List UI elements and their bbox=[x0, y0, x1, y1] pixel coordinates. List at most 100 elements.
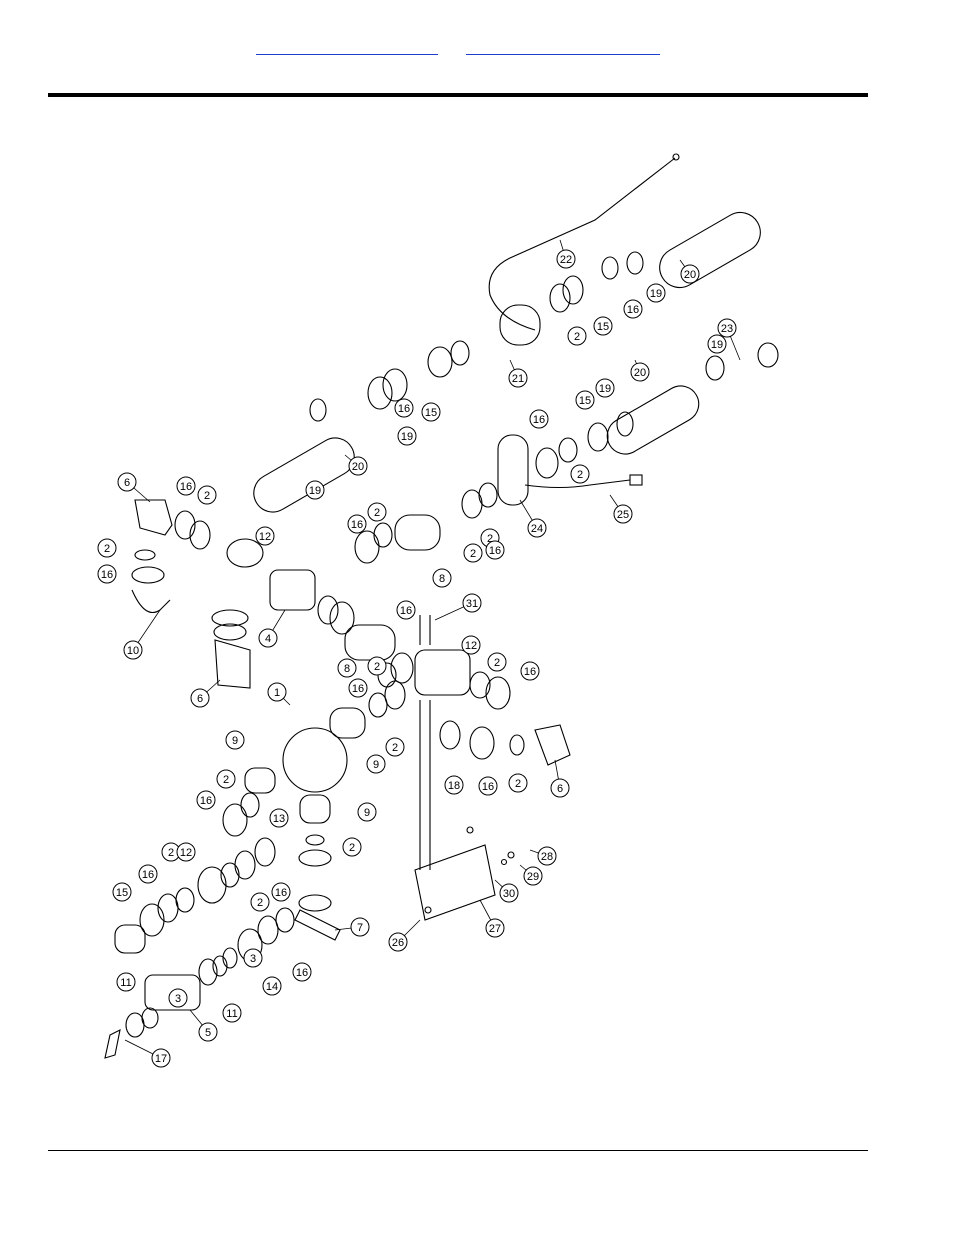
callout-number: 9 bbox=[232, 735, 238, 747]
callout-number: 16 bbox=[398, 403, 410, 415]
callout-c9a: 9 bbox=[225, 730, 245, 750]
ball-valve-4 bbox=[269, 569, 316, 611]
callout-circle bbox=[168, 988, 188, 1008]
callout-number: 15 bbox=[597, 321, 609, 333]
callout-c4: 4 bbox=[258, 609, 286, 648]
callout-circle bbox=[117, 472, 137, 492]
callout-circle bbox=[367, 656, 387, 676]
tee-12-top bbox=[226, 538, 264, 568]
callout-number: 19 bbox=[401, 431, 413, 443]
callout-c11b: 11 bbox=[222, 1003, 242, 1023]
callout-number: 5 bbox=[205, 1027, 211, 1039]
callout-circle bbox=[305, 480, 325, 500]
callout-c6b: 6 bbox=[190, 679, 221, 708]
callout-number: 12 bbox=[259, 531, 271, 543]
callout-c28: 28 bbox=[529, 846, 557, 866]
callout-circle bbox=[394, 398, 414, 418]
callout-circle bbox=[487, 652, 507, 672]
callout-circle bbox=[176, 842, 196, 862]
callout-circle bbox=[527, 518, 547, 538]
callout-number: 17 bbox=[155, 1053, 167, 1065]
callout-circle bbox=[350, 917, 370, 937]
pipe-8 bbox=[394, 514, 441, 551]
callout-c15d: 15 bbox=[112, 882, 132, 902]
callout-circle bbox=[367, 502, 387, 522]
callout-c16h: 16 bbox=[529, 409, 549, 429]
callout-number: 6 bbox=[557, 783, 563, 795]
wire-harness bbox=[524, 479, 631, 489]
callout-c2l: 2 bbox=[342, 837, 362, 857]
ball-valve-5 bbox=[144, 974, 201, 1011]
callout-circle bbox=[97, 538, 117, 558]
callout-circle bbox=[269, 808, 289, 828]
bracket-27 bbox=[414, 844, 496, 921]
callout-circle bbox=[463, 543, 483, 563]
callout-number: 8 bbox=[439, 573, 445, 585]
callout-number: 29 bbox=[527, 871, 539, 883]
callout-circle bbox=[508, 773, 528, 793]
callout-circle bbox=[613, 504, 633, 524]
hose-upper bbox=[659, 211, 761, 289]
callout-number: 16 bbox=[627, 304, 639, 316]
callout-circle bbox=[567, 326, 587, 346]
callout-number: 19 bbox=[711, 339, 723, 351]
callout-c11a: 11 bbox=[116, 972, 136, 992]
callout-c2e: 2 bbox=[567, 326, 587, 346]
callout-c10: 10 bbox=[123, 609, 161, 660]
callout-circle bbox=[421, 402, 441, 422]
callout-c16i: 16 bbox=[485, 540, 505, 560]
callout-number: 16 bbox=[489, 545, 501, 557]
callout-c2i: 2 bbox=[487, 652, 507, 672]
callout-c20b: 20 bbox=[679, 259, 700, 284]
callout-number: 12 bbox=[180, 847, 192, 859]
callout-number: 2 bbox=[104, 543, 110, 555]
hose-middle bbox=[606, 385, 700, 455]
callout-c26: 26 bbox=[388, 919, 421, 952]
callout-c18: 18 bbox=[444, 775, 464, 795]
callout-number: 9 bbox=[373, 759, 379, 771]
callout-number: 19 bbox=[309, 485, 321, 497]
callout-c13: 13 bbox=[269, 808, 289, 828]
header-link-2[interactable] bbox=[466, 46, 660, 55]
callout-c16m: 16 bbox=[138, 864, 158, 884]
callout-number: 16 bbox=[524, 666, 536, 678]
callout-circle bbox=[444, 775, 464, 795]
callout-c16k: 16 bbox=[478, 776, 498, 796]
callout-circle bbox=[432, 568, 452, 588]
callout-circle bbox=[348, 678, 368, 698]
callout-c2o: 2 bbox=[508, 773, 528, 793]
callout-number: 14 bbox=[266, 981, 278, 993]
callout-circle bbox=[499, 883, 519, 903]
callout-number: 7 bbox=[357, 922, 363, 934]
callout-c20a: 20 bbox=[344, 454, 368, 476]
callout-number: 16 bbox=[275, 887, 287, 899]
callout-number: 18 bbox=[448, 780, 460, 792]
callout-c22: 22 bbox=[556, 239, 576, 269]
header-link-1[interactable] bbox=[256, 46, 438, 55]
callout-circle bbox=[550, 778, 570, 798]
port-9-left bbox=[244, 767, 276, 794]
callout-number: 6 bbox=[197, 693, 203, 705]
callout-number: 2 bbox=[257, 897, 263, 909]
callout-circle bbox=[397, 426, 417, 446]
callout-circle bbox=[717, 318, 737, 338]
callout-number: 16 bbox=[352, 683, 364, 695]
port-9-top bbox=[329, 707, 366, 739]
tee-12-center bbox=[414, 649, 471, 696]
callout-c16n: 16 bbox=[271, 882, 291, 902]
callout-c2k: 2 bbox=[216, 769, 236, 789]
callout-circle bbox=[112, 882, 132, 902]
barb-15 bbox=[114, 924, 146, 954]
callout-number: 22 bbox=[560, 254, 572, 266]
callout-number: 19 bbox=[599, 383, 611, 395]
callout-c19d: 19 bbox=[707, 334, 727, 354]
callout-c5: 5 bbox=[189, 1009, 218, 1042]
callout-circle bbox=[225, 730, 245, 750]
callout-c16o: 16 bbox=[292, 962, 312, 982]
callout-c6c: 6 bbox=[550, 759, 570, 798]
callout-c12c: 12 bbox=[176, 842, 196, 862]
callout-c25: 25 bbox=[609, 494, 633, 524]
callout-circle bbox=[116, 972, 136, 992]
callout-number: 2 bbox=[470, 548, 476, 560]
